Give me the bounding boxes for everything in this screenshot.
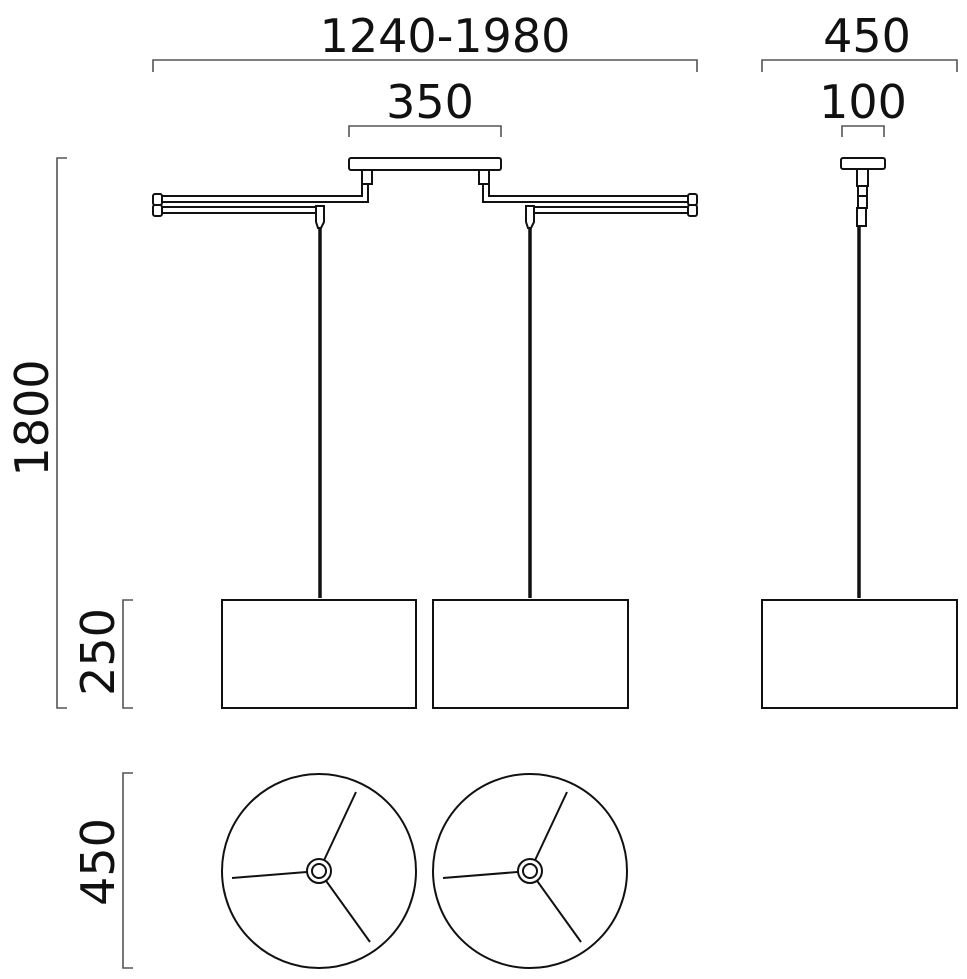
side-canopy — [840, 157, 886, 170]
shade-top-left — [221, 773, 417, 969]
side-canopy-width-label: 100 — [819, 75, 907, 129]
arm-left-cap-top — [152, 193, 163, 206]
shade-height-bracket — [122, 599, 133, 709]
arm-right-cap-bottom — [687, 204, 698, 217]
arm-right-cap-top — [687, 193, 698, 206]
slider-right — [525, 205, 535, 229]
canopy-stem-right — [478, 169, 490, 185]
arm-left — [160, 184, 369, 214]
canopy-width-bracket — [348, 125, 502, 137]
overall-height-label: 1800 — [5, 359, 59, 476]
spokes-left — [231, 791, 371, 943]
overall-width-label: 1240-1980 — [320, 9, 571, 63]
canopy-width-label: 350 — [386, 75, 474, 129]
canopy-stem-left — [361, 169, 373, 185]
socket-left — [311, 863, 327, 879]
side-joint-3 — [856, 207, 867, 227]
spokes-right — [442, 791, 582, 943]
side-joint-1 — [857, 185, 868, 197]
shade-left — [221, 599, 417, 709]
side-shade — [761, 599, 958, 709]
shade-top-right — [432, 773, 628, 969]
arm-left-cap-bottom — [152, 204, 163, 217]
socket-ring-left — [306, 858, 332, 884]
arm-right — [482, 184, 690, 214]
socket-ring-right — [517, 858, 543, 884]
front-view — [152, 157, 698, 709]
top-view-right — [432, 773, 628, 969]
shade-height-label: 250 — [71, 608, 125, 696]
dimension-lines — [56, 59, 958, 969]
side-width-bracket — [761, 59, 958, 72]
side-width-label: 450 — [823, 9, 911, 63]
canopy — [348, 157, 502, 171]
shade-diameter-bracket — [122, 772, 133, 969]
side-joint-2 — [857, 195, 868, 209]
overall-height-bracket — [56, 157, 67, 709]
side-stem — [856, 168, 869, 187]
socket-right — [522, 863, 538, 879]
overall-width-bracket — [152, 59, 698, 72]
shade-right — [432, 599, 629, 709]
shade-diameter-label: 450 — [71, 818, 125, 906]
slider-left — [315, 205, 325, 229]
side-view — [761, 157, 958, 709]
top-view-left — [221, 773, 417, 969]
side-canopy-width-bracket — [841, 125, 885, 137]
